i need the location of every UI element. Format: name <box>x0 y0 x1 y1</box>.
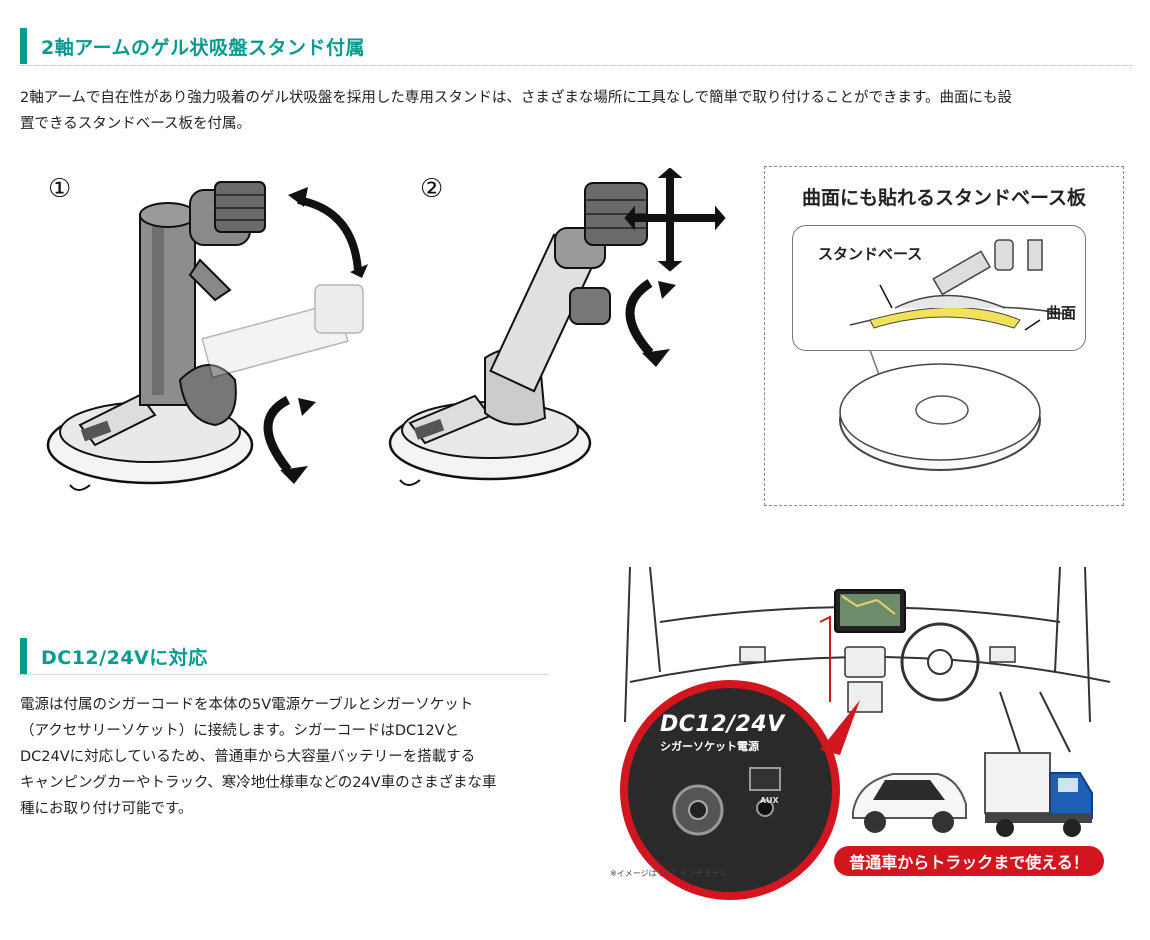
aux-label: AUX <box>760 796 779 805</box>
badge-socket-label: シガーソケット電源 <box>660 740 759 753</box>
heading-accent-bar <box>20 28 27 64</box>
callout-pointer <box>820 700 860 755</box>
section-title-stand: 2軸アームのゲル状吸盤スタンド付属 <box>41 36 366 59</box>
stand-description-line: 置できるスタンドベース板を付属。 <box>20 116 251 132</box>
power-description-line: キャンピングカーやトラック、寒冷地仕様車などの24V車のさまざまな車 <box>20 775 497 791</box>
vehicle-compat-banner: 普通車からトラックまで使える！ <box>834 846 1104 876</box>
stand-description-line: 2軸アームで自在性があり強力吸着のゲル状吸盤を採用した専用スタンドは、さまざまな… <box>20 90 1013 106</box>
minivan-illustration <box>852 773 967 833</box>
section-heading-stand: 2軸アームのゲル状吸盤スタンド付属 <box>20 28 365 64</box>
stand-illustration-1 <box>46 181 368 491</box>
car-interior-illustration <box>624 566 1111 753</box>
stand-base-disc-illustration <box>839 349 1041 471</box>
label-stand-base: スタンドベース <box>818 245 923 263</box>
label-curved-surface: 曲面 <box>1046 304 1077 322</box>
heading-divider <box>20 65 1132 66</box>
section-title-power: DC12/24Vに対応 <box>41 646 208 669</box>
power-description-line: 種にお取り付け可能です。 <box>20 801 193 817</box>
truck-illustration <box>984 752 1093 837</box>
cigarette-socket-badge <box>620 680 840 900</box>
power-description-line: DC24Vに対応しているため、普通車から大容量バッテリーを搭載する <box>20 749 476 765</box>
power-description-line: （アクセサリーソケット）に接続します。シガーコードはDC12Vと <box>20 723 459 739</box>
stand-base-title: 曲面にも貼れるスタンドベース板 <box>801 187 1087 209</box>
figure-number-2: ② <box>420 174 444 204</box>
stand-base-detail-illustration <box>849 239 1070 331</box>
heading-accent-bar <box>20 638 27 674</box>
badge-voltage: DC12/24V <box>660 712 785 737</box>
image-note: ※イメージは 10.1 インチモデル <box>610 869 728 878</box>
stand-description: 2軸アームで自在性があり強力吸着のゲル状吸盤を採用した専用スタンドは、さまざまな… <box>20 85 1135 137</box>
power-description-line: 電源は付属のシガーコードを本体の5V電源ケーブルとシガーソケット <box>20 697 474 713</box>
power-description: 電源は付属のシガーコードを本体の5V電源ケーブルとシガーソケット （アクセサリー… <box>20 692 560 822</box>
section-heading-power: DC12/24Vに対応 <box>20 638 208 674</box>
stand-illustration-2 <box>388 168 726 486</box>
heading-divider <box>20 674 547 675</box>
figure-number-1: ① <box>48 174 72 204</box>
stand-base-panel: 曲面にも貼れるスタンドベース板 <box>764 166 1124 506</box>
